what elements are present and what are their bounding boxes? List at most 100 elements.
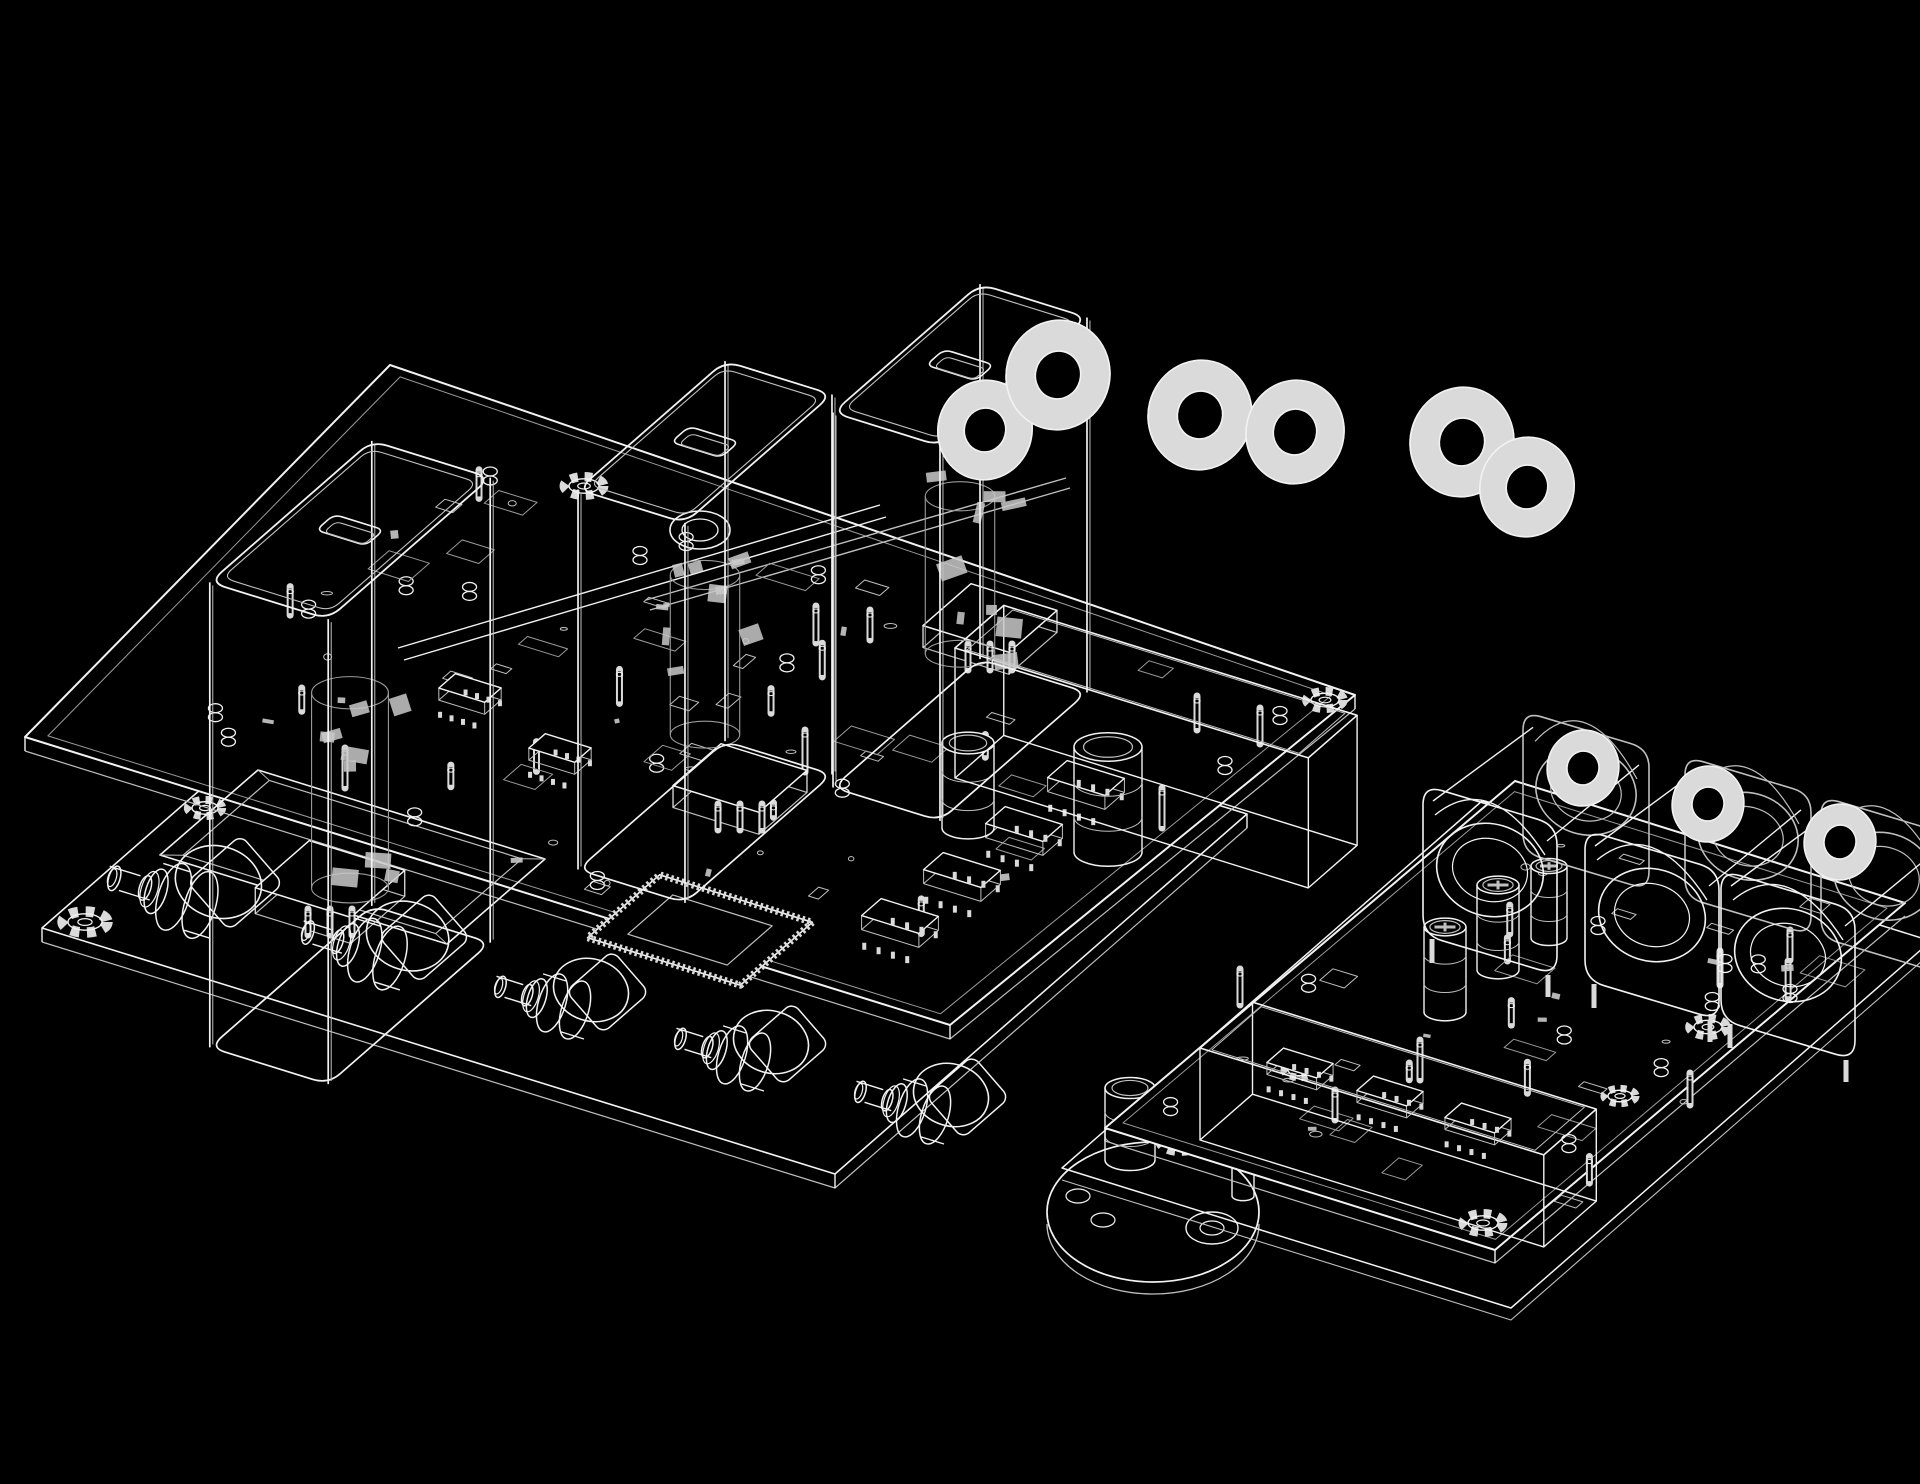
header-pin: [286, 583, 294, 619]
toroidal-transformer-ring: [1245, 379, 1345, 485]
toroidal-transformer-ring: [1671, 765, 1745, 843]
through-hole-pad-pair: [1590, 915, 1606, 936]
header-pin: [447, 761, 455, 791]
printed-circuit-board: [24, 364, 1356, 1040]
rotary-connector: [106, 838, 1007, 1145]
through-hole-pad-pair: [300, 599, 317, 619]
rotary-connector: [853, 1058, 1007, 1145]
acrylic-base-plate: [1061, 800, 1920, 1321]
castellated-mounting-pad: [1600, 1084, 1640, 1108]
inductor-coil: [669, 510, 731, 550]
cover-top-vent-slot: [673, 427, 737, 457]
bracket-round-opening: [1435, 822, 1545, 918]
toroidal-transformer-ring: [937, 379, 1033, 481]
header-pin: [1193, 692, 1201, 734]
header-pin: [769, 799, 778, 821]
tube-socket-base: [672, 742, 808, 835]
transparent-tube-cover: [832, 284, 1091, 821]
through-hole-pad-pair: [678, 531, 694, 552]
through-hole-pad-pair: [1185, 1211, 1239, 1245]
through-hole-pad-pair: [779, 653, 795, 673]
silkscreen-outline: [1122, 791, 1888, 1240]
screw-head-capacitor: [1476, 875, 1520, 980]
toroidal-transformer-ring: [1803, 803, 1877, 881]
dip-ic-package: [922, 851, 1002, 918]
dip-ic-package: [1444, 1102, 1512, 1159]
vacuum-tube-silhouette: [924, 470, 1027, 671]
rotary-connector: [300, 894, 468, 991]
header-pin: [812, 602, 820, 647]
through-hole-pad-pair: [810, 565, 827, 585]
through-hole-pad-pair: [220, 727, 237, 747]
header-pin: [801, 726, 809, 776]
open-top-enclosure-tray: [1199, 1001, 1598, 1248]
rotary-connector: [493, 953, 647, 1040]
bracket-round-opening: [1733, 907, 1843, 1003]
bracket-round-opening: [1597, 867, 1707, 963]
screw-head-capacitor: [1423, 917, 1467, 1022]
toroidal-transformer-ring: [1479, 436, 1575, 538]
toroidal-transformer-ring: [1546, 729, 1877, 881]
header-pin: [1686, 1069, 1694, 1109]
through-hole-pad-pair: [406, 807, 423, 827]
dip-ic-package: [1356, 1075, 1424, 1132]
header-pin: [758, 800, 766, 834]
through-hole-pad-pair: [1272, 705, 1288, 726]
through-hole-pad-pair: [1717, 953, 1733, 974]
header-pin: [714, 800, 722, 834]
through-hole-pad-pair: [1653, 1057, 1669, 1078]
castellated-mounting-pad: [559, 472, 609, 500]
header-pin: [298, 684, 306, 715]
castellated-mounting-pad: [57, 906, 113, 938]
vacuum-tube-silhouette: [661, 551, 764, 749]
through-hole-pad-pair: [1556, 1025, 1572, 1045]
rotary-connector: [106, 838, 281, 940]
header-pin: [615, 665, 624, 707]
toroidal-transformer-ring: [937, 319, 1575, 538]
cover-top-vent-slot: [928, 350, 992, 380]
through-hole-pad-pair: [398, 576, 414, 596]
header-pin: [767, 685, 775, 717]
through-hole-pad-pair: [632, 545, 648, 566]
header-pin: [1506, 901, 1514, 938]
main-preamp-board-assembly: [24, 284, 1575, 1189]
header-pin: [1256, 704, 1264, 748]
component-cluster: [1162, 843, 1866, 1209]
header-pin: [1331, 1086, 1339, 1124]
dip-ic-package: [984, 805, 1064, 872]
quad-flat-package-ic: [584, 871, 816, 989]
through-hole-pad-pair: [1162, 1096, 1179, 1117]
castellated-mounting-pad: [183, 795, 227, 821]
through-hole-pad-pair: [207, 703, 224, 723]
transformer-arch-bracket: [1422, 714, 1650, 997]
header-pin: [1405, 1059, 1413, 1084]
dip-ic-package: [1266, 1047, 1334, 1104]
header-pin: [866, 606, 874, 644]
header-pin: [1507, 997, 1516, 1029]
dip-ic-package: [860, 897, 940, 964]
header-pin: [1236, 965, 1244, 1009]
toroidal-transformer-ring: [1005, 319, 1111, 431]
header-pin: [818, 639, 826, 681]
cover-top-vent-slot: [318, 515, 382, 545]
electrolytic-capacitor: [1073, 731, 1143, 868]
dip-ic-package: [528, 733, 592, 789]
through-hole-pad-pair: [1300, 973, 1317, 993]
header-pin: [1716, 947, 1724, 989]
through-hole-pad-pair: [1217, 755, 1233, 776]
header-pin: [1416, 1036, 1424, 1084]
header-pin: [1158, 784, 1166, 832]
toroidal-transformer-ring: [1546, 729, 1620, 807]
through-hole-pad-pair: [461, 581, 478, 602]
header-pin: [736, 800, 744, 834]
toroidal-transformer-ring: [1147, 359, 1253, 471]
transformer-daughter-board-assembly: [1046, 714, 1920, 1321]
rotary-connector: [673, 1005, 827, 1092]
transparent-tube-cover: [208, 440, 494, 1085]
printed-circuit-board: [1104, 780, 1906, 1264]
header-pin: [1585, 1153, 1594, 1187]
header-pin: [1786, 926, 1794, 964]
